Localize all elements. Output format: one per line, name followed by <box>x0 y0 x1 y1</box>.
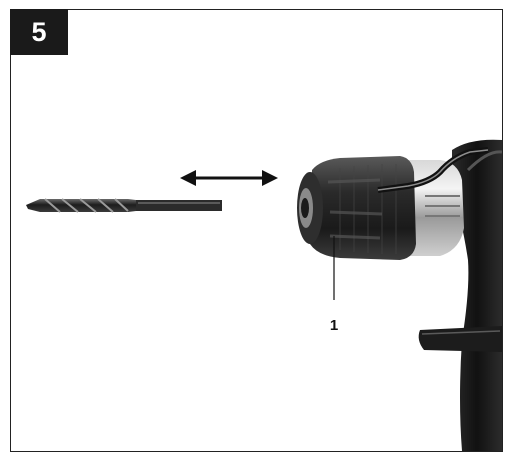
drill <box>297 139 502 451</box>
auxiliary-handle-collar <box>418 326 502 352</box>
drill-body <box>452 139 502 451</box>
callout-1: 1 <box>330 236 338 334</box>
chuck-sleeve <box>310 156 416 260</box>
double-arrow-icon <box>180 170 278 186</box>
callout-label-1: 1 <box>330 317 338 334</box>
drill-bit <box>26 198 222 213</box>
figure-number: 5 <box>10 9 68 55</box>
